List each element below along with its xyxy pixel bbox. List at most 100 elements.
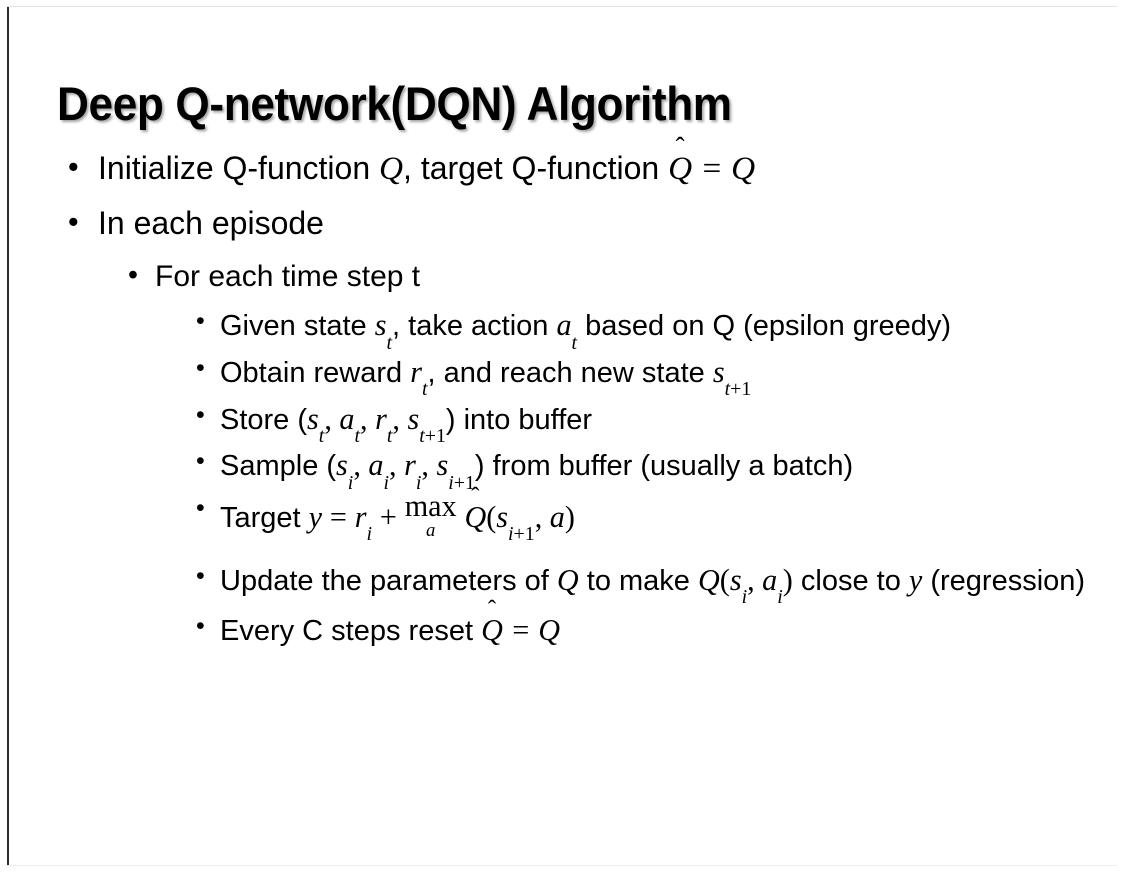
- bullet-in-each-episode-text: In each episode: [98, 204, 324, 241]
- math-equals: =: [510, 613, 531, 648]
- math-symbol: s: [307, 401, 319, 436]
- math-symbol: s: [436, 448, 449, 483]
- math-symbol: s: [407, 401, 420, 436]
- text-run: Update the parameters of: [220, 564, 557, 597]
- math-symbol: a: [549, 499, 565, 534]
- slide-content-body: • Initialize Q-function Q, target Q-func…: [0, 146, 1124, 662]
- text-run: Obtain reward: [220, 356, 411, 389]
- math-equals: =: [329, 499, 347, 534]
- math-subscript: t: [571, 331, 578, 354]
- bullet-reset-target-network: • Every C steps reset ̂Q=Q: [0, 609, 1124, 652]
- text-run: based on Q (epsilon greedy): [577, 310, 952, 343]
- math-symbol: a: [368, 448, 384, 483]
- math-separator: ,: [747, 562, 763, 597]
- bullet-marker-icon: •: [196, 612, 205, 641]
- math-subscript: i: [415, 471, 422, 494]
- math-var-q2: Q: [731, 150, 756, 187]
- bullet-marker-icon: •: [68, 204, 79, 239]
- math-subscript: t: [318, 424, 325, 447]
- slide-frame-top-edge: [7, 6, 1117, 7]
- bullet-reset-target-network-text: Every C steps reset ̂Q=Q: [220, 609, 1094, 652]
- math-var-s-t: st: [374, 308, 392, 352]
- bullet-marker-icon: •: [196, 400, 205, 429]
- math-subscript: i: [383, 471, 390, 494]
- bullet-initialize-text: Initialize Q-function Q, target Q-functi…: [98, 146, 1124, 193]
- bullet-marker-icon: •: [196, 447, 205, 476]
- bullet-for-each-time-step-text: For each time step t: [155, 259, 421, 293]
- math-target-equation: y=ri+maxâQ(si+1, a): [309, 491, 575, 545]
- text-run: Sample (: [220, 450, 337, 483]
- bullet-update-parameters-text: Update the parameters of Q to make Q(si,…: [220, 559, 1094, 607]
- sub-num: 1: [741, 378, 752, 401]
- math-plus: +: [379, 499, 397, 534]
- math-subscript: i: [777, 586, 783, 609]
- bullet-store-text: Store (st, at, rt, st+1) into buffer: [220, 398, 1094, 446]
- sub-plus: +: [453, 471, 465, 494]
- sub-base: t: [724, 378, 731, 401]
- math-separator: ,: [324, 401, 340, 436]
- bullet-initialize: • Initialize Q-function Q, target Q-func…: [0, 146, 1124, 193]
- math-subscript: t: [354, 424, 360, 447]
- math-symbol: s: [374, 308, 387, 343]
- max-operator-label: max: [404, 488, 457, 523]
- math-separator: ,: [392, 401, 408, 436]
- math-tuple-store: st, at, rt, st+1: [307, 401, 446, 446]
- math-symbol: r: [375, 401, 387, 436]
- sub-plus: +: [730, 378, 742, 401]
- math-subscript: t: [386, 424, 393, 447]
- math-subscript: i: [741, 586, 748, 609]
- math-symbol: r: [404, 448, 416, 483]
- text-run: (regression): [922, 564, 1086, 597]
- math-separator: ,: [360, 401, 376, 436]
- math-var-y: y: [908, 562, 923, 597]
- sub-num: 1: [524, 523, 535, 546]
- math-var-q-hat: ̂Q: [464, 496, 486, 538]
- math-subscript: i: [366, 523, 373, 546]
- math-symbol: Q: [481, 613, 503, 648]
- slide-title: Deep Q-network(DQN) Algorithm: [57, 77, 732, 131]
- sub-plus: +: [513, 523, 525, 546]
- bullet-target: • Target y=ri+maxâQ(si+1, a): [0, 491, 1124, 545]
- sub-base: i: [448, 471, 454, 494]
- sub-num: 1: [464, 471, 475, 494]
- text-run: Store (: [220, 403, 308, 436]
- text-run: to make: [578, 564, 698, 597]
- bullet-marker-icon: •: [196, 493, 205, 522]
- bullet-obtain-reward-text: Obtain reward rt, and reach new state st…: [220, 351, 1094, 399]
- bullet-obtain-reward: • Obtain reward rt, and reach new state …: [0, 351, 1124, 399]
- bullet-update-parameters: • Update the parameters of Q to make Q(s…: [0, 559, 1124, 607]
- text-run: close to: [792, 564, 909, 597]
- math-paren-close: ): [782, 562, 793, 597]
- math-var-q: Q: [379, 150, 404, 187]
- bullet-for-each-time-step: • For each time step t: [0, 257, 1124, 297]
- bullet-marker-icon: •: [196, 353, 205, 382]
- math-symbol: a: [556, 308, 572, 343]
- math-subscript: i: [347, 471, 354, 494]
- text-run: Given state: [220, 310, 375, 343]
- math-separator: ,: [353, 448, 369, 483]
- math-symbol: r: [354, 499, 367, 534]
- math-subscript: i+1: [508, 523, 535, 545]
- math-subscript: t: [421, 378, 428, 401]
- math-symbol: s: [712, 354, 725, 389]
- math-symbol: s: [729, 562, 742, 597]
- math-separator: ,: [421, 448, 437, 483]
- sub-base: t: [419, 424, 425, 447]
- math-var-q: Q: [538, 613, 561, 648]
- sub-base: i: [508, 523, 514, 546]
- bullet-marker-icon: •: [68, 150, 79, 184]
- text-run: , target Q-function: [403, 150, 669, 186]
- bullet-given-state: • Given state st, take action at based o…: [0, 304, 1124, 352]
- bullet-marker-icon: •: [196, 307, 205, 336]
- math-paren-open: (: [719, 562, 730, 597]
- text-run: ) from buffer (usually a batch): [474, 450, 854, 483]
- math-symbol: Q: [464, 499, 487, 534]
- math-subscript: i+1: [448, 472, 475, 494]
- math-tuple-sample: si, ai, ri, si+1: [336, 448, 475, 492]
- bullet-store: • Store (st, at, rt, st+1) into buffer: [0, 398, 1124, 446]
- math-subscript: t: [386, 331, 393, 354]
- math-separator: ,: [389, 448, 405, 483]
- math-subscript: t+1: [725, 378, 752, 400]
- sub-num: 1: [435, 424, 446, 447]
